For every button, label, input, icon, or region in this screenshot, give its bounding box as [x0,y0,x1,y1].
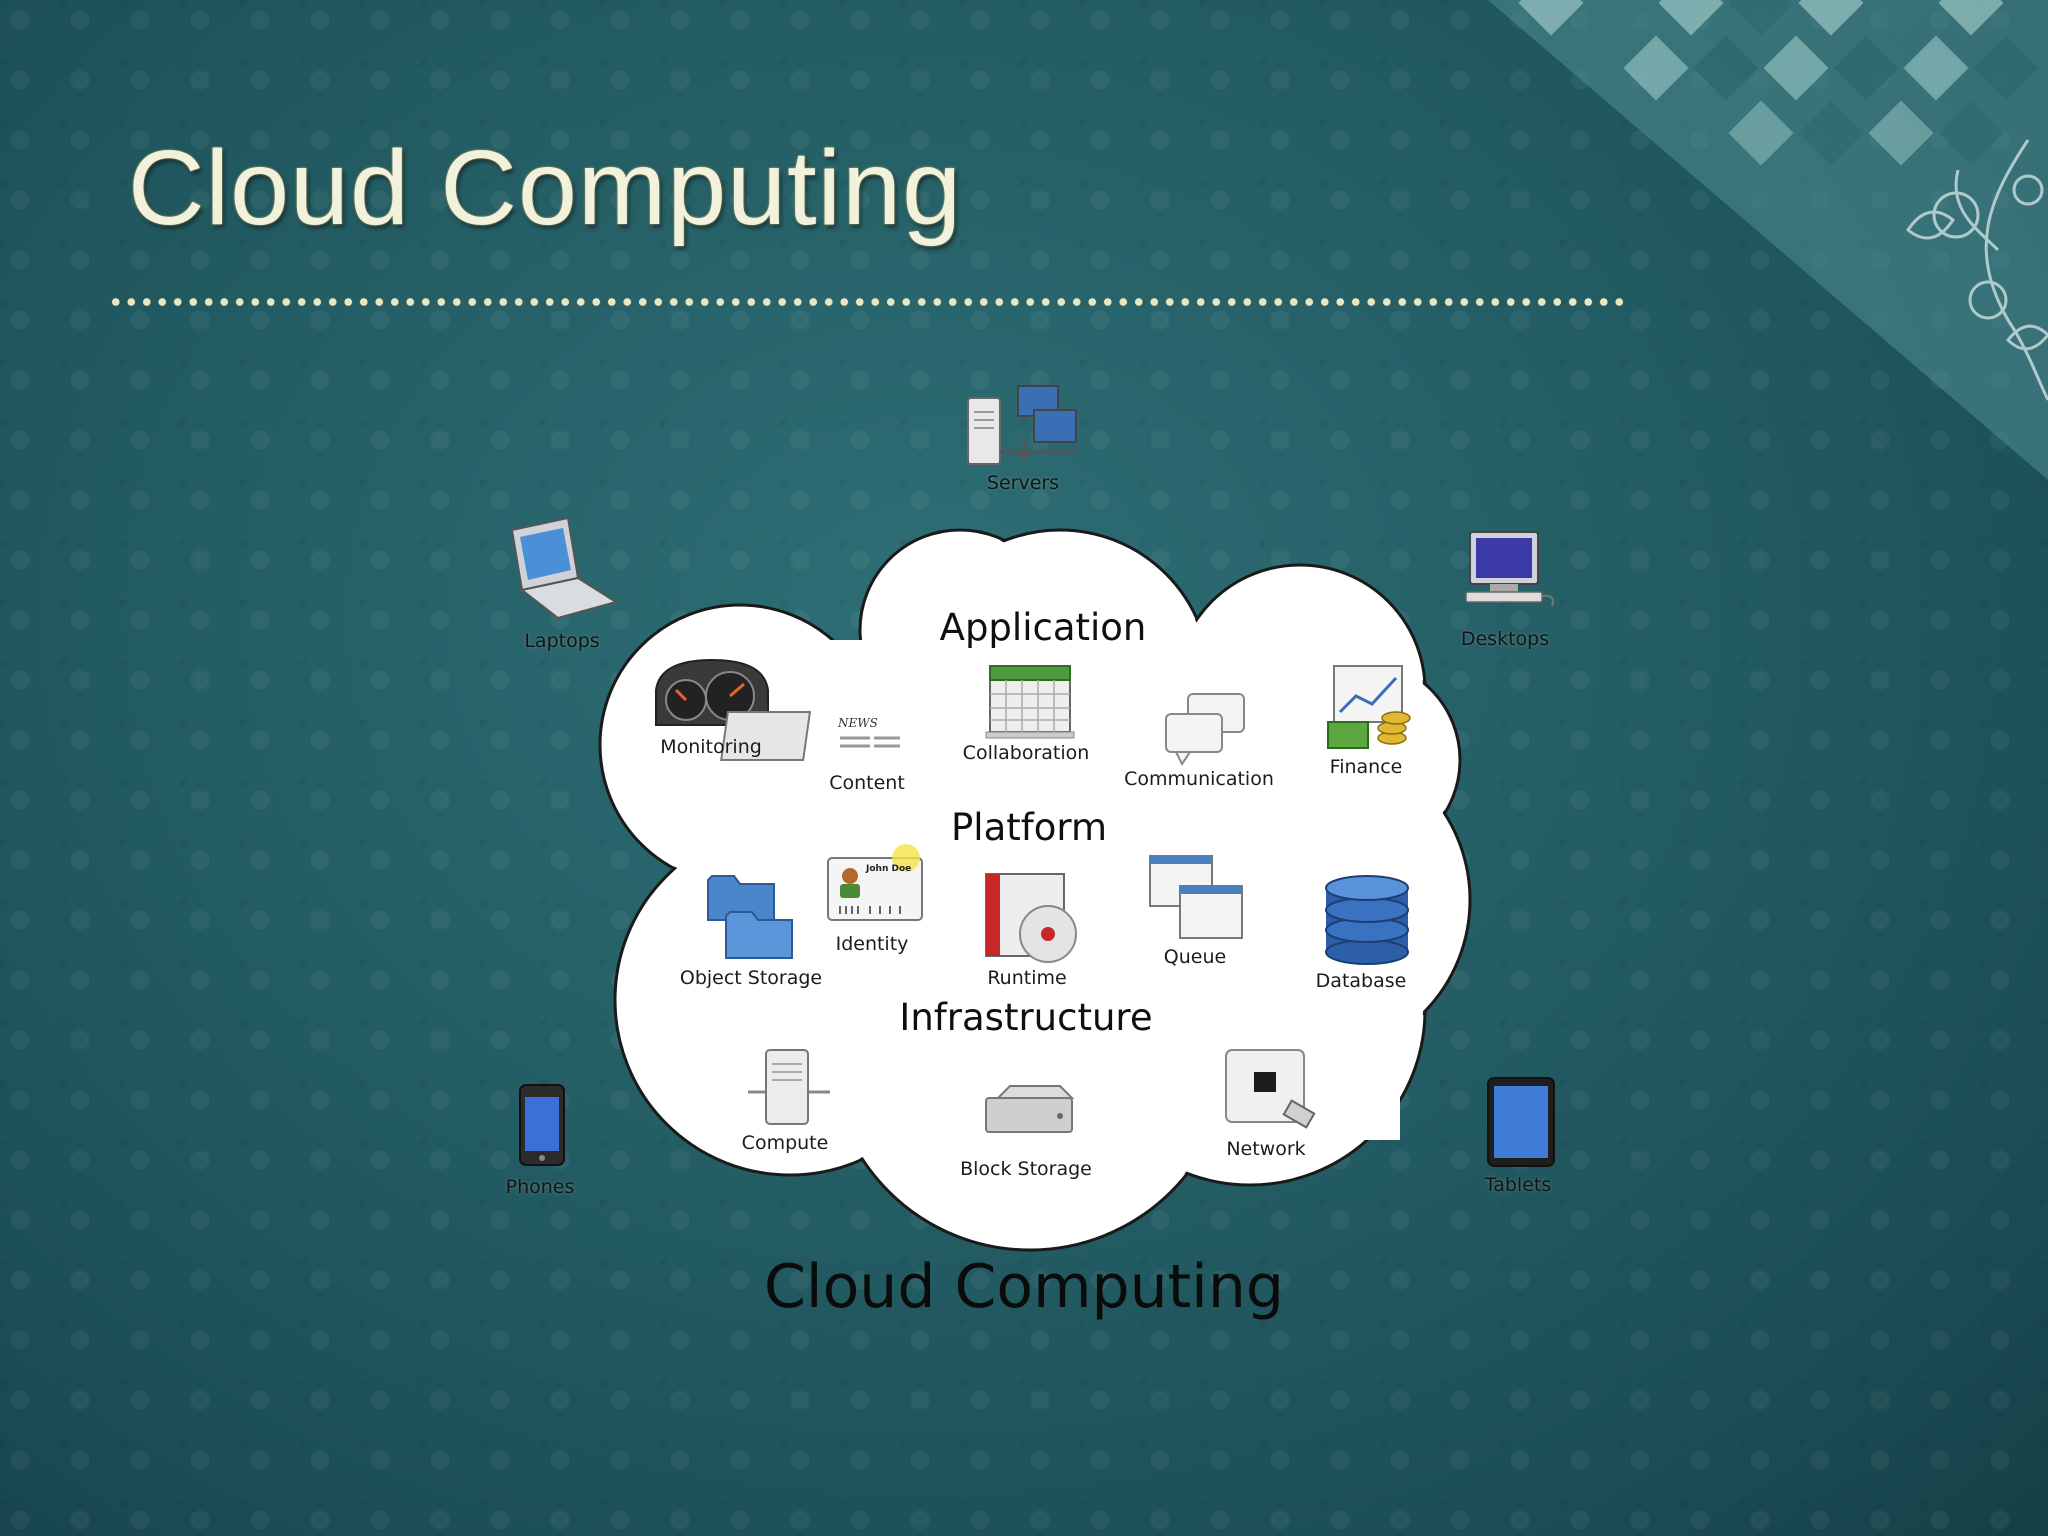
label-servers: Servers [986,472,1060,494]
label-tablets: Tablets [1484,1174,1552,1196]
desktops-icon [1465,531,1554,607]
label-desktops: Desktops [1460,628,1550,650]
phones-icon [519,1084,565,1166]
section-platform: Platform [950,806,1108,849]
label-block-storage: Block Storage [960,1158,1092,1180]
queue-icon [1149,855,1243,939]
label-database: Database [1315,970,1407,992]
database-icon [1325,875,1409,965]
label-collaboration: Collaboration [962,742,1090,764]
servers-icon [967,385,1080,465]
label-finance: Finance [1329,756,1403,778]
dotted-divider [108,297,1628,307]
network-icon [1225,1049,1316,1129]
decorative-corner [1488,0,2048,480]
content-icon [720,711,900,761]
block-storage-icon [985,1085,1075,1133]
monitoring-icon [655,658,769,726]
label-queue: Queue [1163,946,1227,968]
label-monitoring: Monitoring [660,736,762,758]
label-compute: Compute [741,1132,829,1154]
label-object-storage: Object Storage [679,967,823,989]
content-icon-news-text: NEWS [838,716,878,730]
collaboration-icon [985,665,1075,739]
label-network: Network [1226,1138,1306,1160]
compute-icon [748,1049,830,1125]
laptops-icon [510,516,619,620]
label-communication: Communication [1124,768,1274,790]
identity-card-name: John Doe [866,864,912,874]
cursor-highlight [892,844,920,872]
label-identity: Identity [835,933,909,955]
runtime-icon [985,873,1077,963]
label-content: Content [829,772,905,794]
object-storage-icon [707,875,793,959]
slide-title: Cloud Computing [128,129,963,247]
section-infrastructure: Infrastructure [899,996,1153,1039]
communication-icon [1165,693,1245,766]
diagram-caption: Cloud Computing [764,1252,1284,1322]
identity-icon [827,857,923,921]
finance-icon [1327,665,1411,749]
label-runtime: Runtime [987,967,1067,989]
tablets-icon [1487,1077,1555,1167]
section-application: Application [939,606,1147,649]
label-phones: Phones [505,1176,575,1198]
label-laptops: Laptops [524,630,600,652]
